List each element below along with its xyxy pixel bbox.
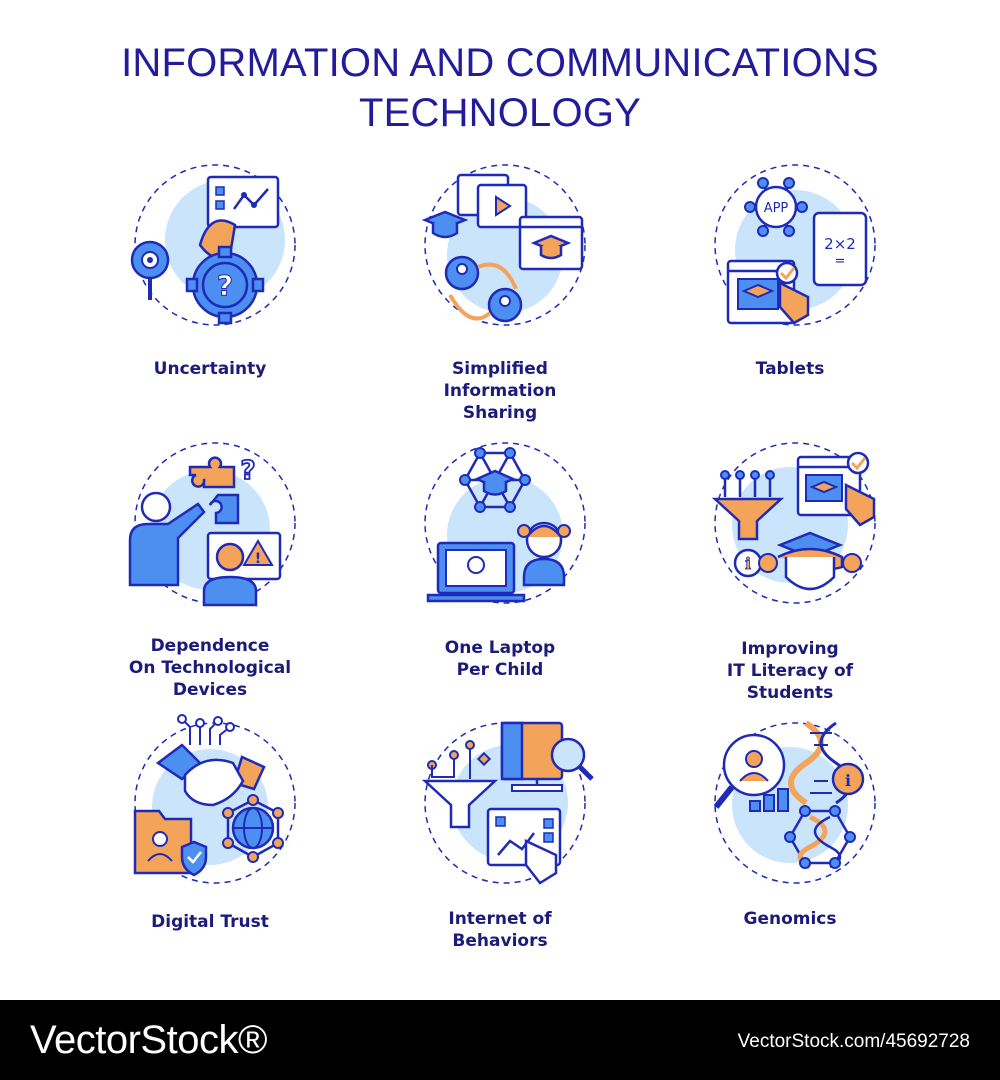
icon-label-tablets: Tablets [755, 359, 825, 379]
tablets-icon: APP 2×2 = [714, 164, 876, 326]
icon-card-uncertainty: ? Uncertainty [60, 164, 360, 395]
genomics-icon: i [713, 720, 876, 884]
internet-of-behaviors-icon [421, 721, 594, 885]
icon-card-genomics: i Genomics [640, 715, 940, 935]
icon-label-dependence: Dependence On Technological Devices [128, 636, 292, 700]
svg-text:?: ? [240, 456, 255, 486]
icon-label-genomics: Genomics [743, 909, 837, 929]
icon-card-improving-it-literacy: i Improving IT Literacy of Students [640, 442, 940, 705]
app-text: APP [764, 201, 789, 216]
icon-card-tablets: APP 2×2 = Tablets [640, 164, 940, 395]
icon-label-uncertainty: Uncertainty [153, 359, 267, 379]
math-text: 2×2 [824, 235, 856, 253]
icon-card-simplified-information-sharing: Simplified Information Sharing [350, 164, 650, 425]
simplified-information-sharing-icon [421, 164, 586, 326]
digital-trust-icon [133, 714, 296, 884]
dependence-on-technological-devices-icon: ? ! [128, 442, 296, 607]
svg-text:i: i [745, 554, 751, 573]
watermark-bar: VectorStock® VectorStock.com/45692728 [0, 1000, 1000, 1080]
equals-text: = [835, 254, 846, 269]
svg-text:!: ! [255, 551, 261, 567]
watermark-url: VectorStock.com/45692728 [737, 1031, 970, 1052]
icon-card-dependence: ? ! Dependence On Technological Devices [60, 442, 360, 705]
icon-label-digital-trust: Digital Trust [151, 912, 269, 932]
uncertainty-icon: ? [130, 164, 296, 326]
svg-text:?: ? [217, 269, 233, 302]
icon-label-improving-it-literacy: Improving IT Literacy of Students [726, 639, 854, 703]
improving-it-literacy-icon: i [711, 442, 876, 604]
icon-label-one-laptop-per-child: One Laptop Per Child [444, 638, 556, 680]
icon-label-simplified-information-sharing: Simplified Information Sharing [443, 359, 557, 423]
icon-label-internet-of-behaviors: Internet of Behaviors [448, 909, 552, 951]
icon-grid: ? Uncertainty Simplified [60, 164, 940, 965]
icon-card-digital-trust: Digital Trust [60, 714, 360, 935]
page-title: INFORMATION AND COMMUNICATIONS TECHNOLOG… [0, 38, 1000, 138]
watermark-brand: VectorStock® [30, 1018, 267, 1062]
title-line-1: INFORMATION AND COMMUNICATIONS [121, 41, 879, 85]
svg-text:i: i [845, 771, 851, 790]
icon-card-one-laptop-per-child: One Laptop Per Child [350, 442, 650, 685]
icon-card-internet-of-behaviors: Internet of Behaviors [350, 715, 650, 965]
title-line-2: TECHNOLOGY [358, 91, 642, 135]
one-laptop-per-child-icon [424, 442, 586, 604]
